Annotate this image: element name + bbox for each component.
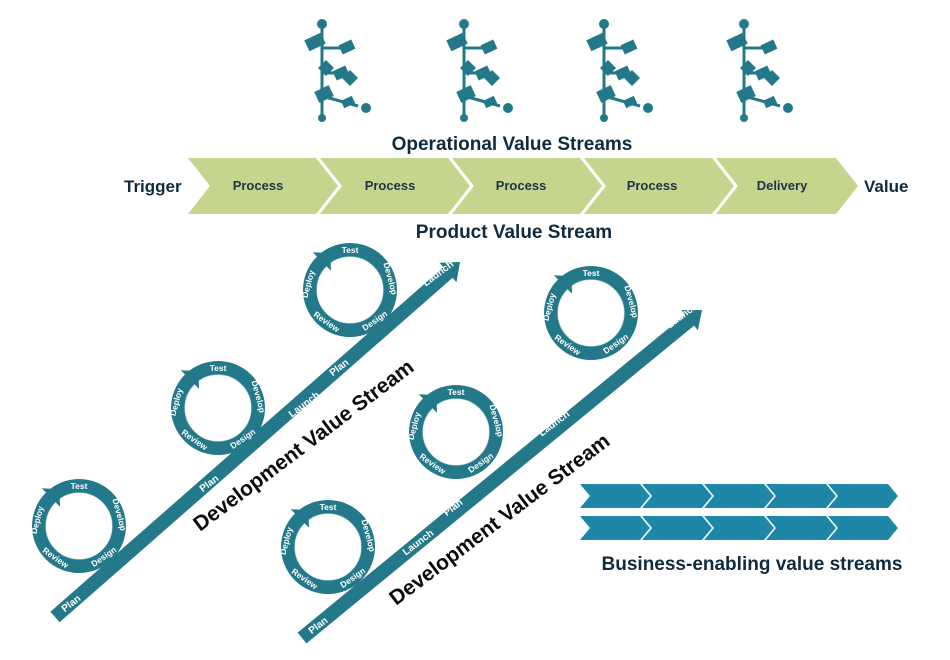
arrow-label-launch: Launch: [401, 528, 436, 558]
business-chevron: [704, 516, 774, 540]
business-chevron: [828, 484, 898, 508]
operational-flow-icons: [302, 17, 795, 124]
process-step-4: Process: [584, 158, 734, 214]
dev-arrow-lower: [297, 310, 702, 644]
cycle-arrowhead: [180, 370, 199, 389]
cycle-label-test: Test: [448, 387, 465, 397]
process-step-2: Process: [320, 158, 470, 214]
process-step-label: Process: [365, 178, 416, 193]
business-chevron: [704, 484, 774, 508]
business-chevron: [766, 484, 836, 508]
product-title: Product Value Stream: [416, 222, 612, 243]
process-step-label: Process: [233, 178, 284, 193]
process-flow-icon: [584, 17, 655, 124]
delivery-step: Delivery: [716, 158, 858, 214]
dev-arrow-upper: [50, 262, 461, 623]
process-step-label: Process: [496, 178, 547, 193]
business-chevron: [580, 516, 650, 540]
business-chevron: [828, 516, 898, 540]
process-step-label: Process: [627, 178, 678, 193]
cycle-label-test: Test: [210, 363, 227, 373]
process-step-1: Process: [188, 158, 338, 214]
process-step-3: Process: [452, 158, 602, 214]
trigger-label: Trigger: [124, 177, 182, 196]
business-chevron: [642, 484, 712, 508]
cycle-label-test: Test: [342, 245, 359, 255]
business-chevron: [642, 516, 712, 540]
cycle-arrowhead: [418, 394, 437, 413]
cycle-label-test: Test: [71, 481, 88, 491]
process-flow-icon: [444, 17, 515, 124]
cycle-arrowhead: [312, 252, 331, 271]
business-chevron: [580, 484, 650, 508]
operational-title: Operational Value Streams: [392, 134, 633, 155]
development-streams: TestDevelopDesignReviewDeployTestDevelop…: [29, 243, 702, 644]
cycle-label-test: Test: [583, 268, 600, 278]
cycle-arrowhead: [41, 488, 60, 507]
cycle-label-test: Test: [320, 502, 337, 512]
value-label: Value: [864, 177, 908, 196]
operational-chevrons: Process Process Process Process Delivery: [188, 158, 858, 214]
process-flow-icon: [724, 17, 795, 124]
business-chevron: [766, 516, 836, 540]
delivery-step-label: Delivery: [757, 178, 808, 193]
process-flow-icon: [302, 17, 373, 124]
business-enabling-chevrons: [580, 484, 898, 540]
business-enabling-title: Business-enabling value streams: [602, 554, 903, 575]
cycle-arrowhead: [290, 509, 309, 528]
cycle-arrowhead: [553, 275, 572, 294]
